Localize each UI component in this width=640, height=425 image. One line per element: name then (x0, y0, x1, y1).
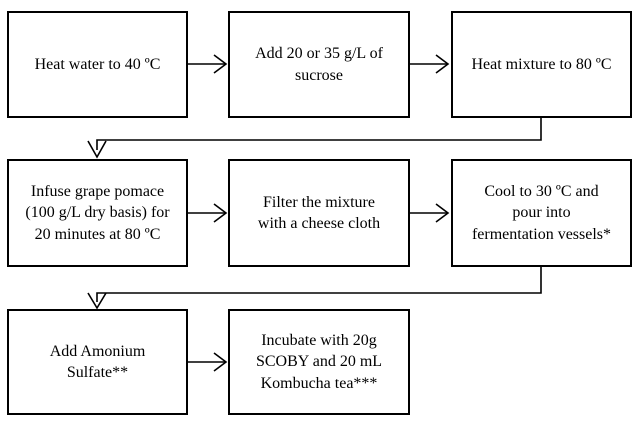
flow-box-add-sucrose: Add 20 or 35 g/L of sucrose (228, 11, 410, 118)
arrow-step6-to-step7 (87, 267, 542, 310)
flow-box-add-sucrose-label: Add 20 or 35 g/L of sucrose (255, 45, 383, 84)
flow-box-add-ammonium-sulfate: Add Amonium Sulfate** (7, 309, 188, 415)
flow-box-incubate-scoby: Incubate with 20g SCOBY and 20 mL Kombuc… (228, 309, 410, 415)
flow-box-infuse-pomace: Infuse grape pomace (100 g/L dry basis) … (7, 159, 188, 267)
flow-box-heat-water-label: Heat water to 40 ºC (34, 55, 161, 73)
flow-box-infuse-pomace-label: Infuse grape pomace (100 g/L dry basis) … (25, 183, 170, 243)
arrow-step1-to-step2 (188, 54, 228, 74)
flow-box-cool-pour: Cool to 30 ºC and pour into fermentation… (451, 159, 632, 267)
flow-box-cool-pour-label: Cool to 30 ºC and pour into fermentation… (471, 183, 612, 243)
arrow-step5-to-step6 (410, 203, 450, 223)
arrow-step2-to-step3 (410, 54, 450, 74)
arrow-step4-to-step5 (188, 203, 228, 223)
flow-box-filter-mixture: Filter the mixture with a cheese cloth (228, 159, 410, 267)
flow-box-add-ammonium-sulfate-label: Add Amonium Sulfate** (49, 342, 146, 381)
flow-box-heat-mixture: Heat mixture to 80 ºC (451, 11, 632, 118)
flow-box-heat-mixture-label: Heat mixture to 80 ºC (471, 55, 612, 73)
arrow-step3-to-step4 (87, 118, 542, 159)
arrow-step7-to-step8 (188, 352, 228, 372)
flow-box-incubate-scoby-label: Incubate with 20g SCOBY and 20 mL Kombuc… (255, 332, 383, 392)
flow-box-filter-mixture-label: Filter the mixture with a cheese cloth (257, 193, 381, 232)
flow-box-heat-water: Heat water to 40 ºC (7, 11, 188, 118)
